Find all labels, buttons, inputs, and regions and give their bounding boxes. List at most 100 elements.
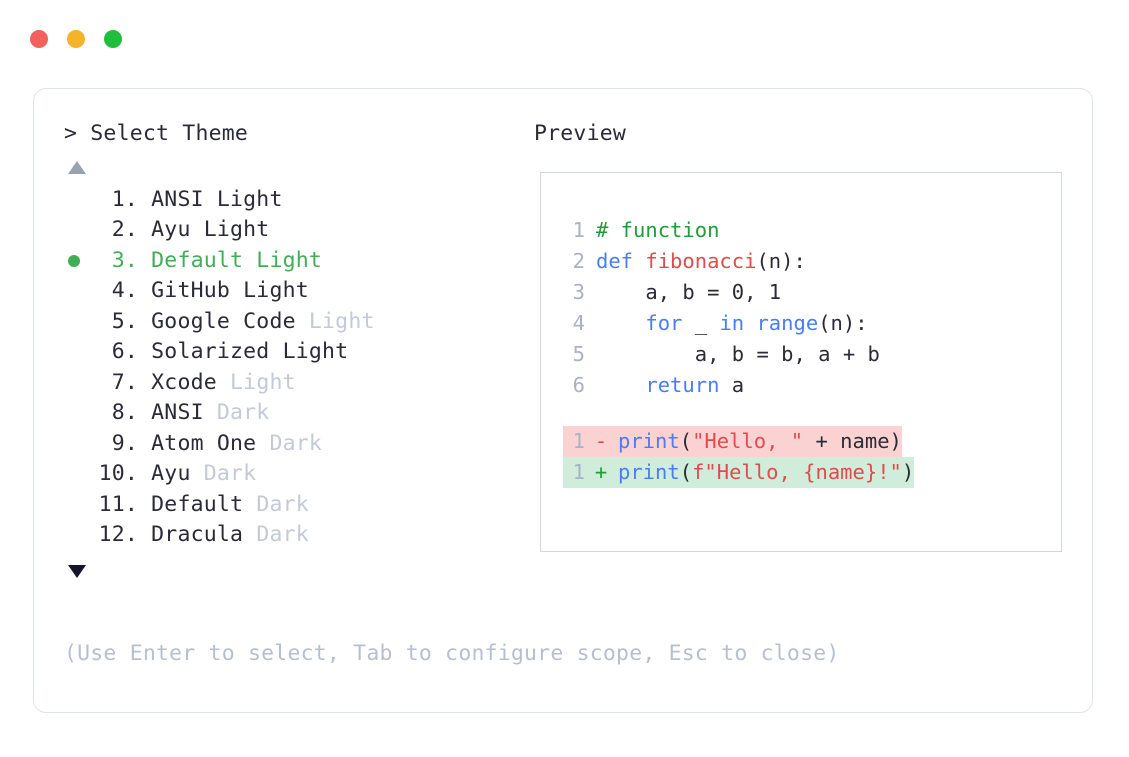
code-token: f"Hello, {name}!" [692, 459, 902, 484]
code-token: ( [679, 459, 693, 484]
selection-indicator [64, 307, 92, 338]
line-number: 1 [572, 428, 585, 453]
theme-list-item[interactable]: 9. Atom One Dark [64, 429, 534, 460]
code-line: 4 for _ in range(n): [563, 308, 1061, 339]
theme-list-item[interactable]: 4. GitHub Light [64, 276, 534, 307]
scroll-down-icon[interactable] [68, 564, 86, 578]
code-content: a, b = b, a + b [596, 339, 880, 370]
theme-item-variant: Dark [243, 522, 309, 547]
code-content: print(f"Hello, {name}!") [618, 457, 914, 488]
theme-item-variant: Dark [190, 461, 257, 486]
code-content: return a [596, 370, 744, 401]
diff-line-del: 1-print("Hello, " + name) [563, 425, 902, 457]
code-token [744, 311, 756, 335]
code-token: "Hello, " [692, 428, 804, 453]
theme-item-variant: Light [295, 308, 375, 334]
line-number: 5 [572, 341, 585, 366]
diff-block: 1-print("Hello, " + name)1+print(f"Hello… [563, 425, 1061, 488]
theme-item-variant: Dark [243, 491, 309, 517]
line-number: 6 [572, 372, 585, 397]
selection-indicator [64, 520, 92, 551]
code-token: _ [682, 310, 720, 335]
code-line: 6 return a [563, 370, 1061, 401]
line-number: 4 [572, 310, 585, 335]
line-number: 3 [572, 279, 585, 304]
code-token [596, 311, 645, 335]
theme-item-name: GitHub Light [151, 278, 309, 303]
code-token: ( [679, 428, 693, 453]
code-token: # function [596, 217, 720, 242]
selection-indicator [64, 337, 92, 368]
diff-marker: - [594, 428, 608, 453]
theme-list-item[interactable]: 6. Solarized Light [64, 337, 534, 368]
code-content: a, b = 0, 1 [596, 277, 781, 308]
code-token: ) [901, 459, 915, 484]
theme-list-item[interactable]: 12. Dracula Dark [64, 520, 534, 551]
code-line: 1# function [563, 215, 1061, 246]
theme-list-item[interactable]: 7. Xcode Light [64, 368, 534, 399]
scroll-up-icon[interactable] [68, 160, 86, 174]
theme-list-item[interactable]: 3. Default Light [64, 246, 534, 277]
selection-indicator [64, 276, 92, 307]
theme-item-number: 11. [98, 491, 138, 517]
theme-item-number: 3. [111, 247, 138, 273]
code-line: 5 a, b = b, a + b [563, 339, 1061, 370]
theme-item-number: 2. [111, 217, 138, 242]
selection-indicator [64, 246, 92, 277]
selection-indicator [64, 398, 92, 429]
code-token: + name) [803, 428, 902, 453]
code-token: a, b = b, a + b [596, 341, 880, 366]
theme-item-name: Atom One [151, 430, 257, 456]
theme-item-name: Ayu [151, 461, 191, 486]
page-title: > Select Theme [64, 121, 249, 146]
theme-item-name: ANSI [151, 400, 204, 425]
theme-list-item[interactable]: 5. Google Code Light [64, 307, 534, 338]
code-token: a [719, 372, 745, 397]
code-token [596, 373, 645, 397]
code-token: for [645, 310, 683, 335]
theme-list-item[interactable]: 8. ANSI Dark [64, 398, 534, 429]
close-button[interactable] [30, 30, 48, 48]
theme-item-name: Dracula [151, 522, 244, 547]
maximize-button[interactable] [104, 30, 122, 48]
theme-item-number: 9. [111, 430, 138, 456]
code-line: 3 a, b = 0, 1 [563, 277, 1061, 308]
theme-item-number: 10. [98, 461, 138, 486]
selection-indicator [64, 490, 92, 521]
code-token: (n): [756, 248, 806, 273]
theme-item-number: 7. [111, 369, 138, 395]
code-token: range [756, 310, 819, 335]
theme-item-name: Default Light [151, 247, 323, 273]
theme-item-number: 6. [111, 339, 138, 364]
code-content: # function [596, 215, 719, 246]
theme-list-item[interactable]: 2. Ayu Light [64, 215, 534, 246]
theme-item-name: Google Code [151, 308, 296, 334]
selected-dot-icon [68, 254, 80, 267]
line-number: 1 [572, 459, 585, 484]
theme-item-variant: Dark [256, 430, 323, 456]
theme-item-name: Default [151, 491, 244, 517]
line-number: 2 [572, 248, 585, 273]
code-token: print [618, 428, 680, 453]
theme-item-number: 4. [111, 278, 138, 303]
theme-list-item[interactable]: 1. ANSI Light [64, 185, 534, 216]
code-content: for _ in range(n): [596, 308, 867, 339]
theme-list-item[interactable]: 10. Ayu Dark [64, 459, 534, 490]
theme-item-number: 5. [111, 308, 138, 334]
code-token: def [596, 248, 646, 273]
code-token: a, b = 0, 1 [596, 279, 782, 304]
theme-item-variant: Dark [203, 400, 270, 425]
code-content: def fibonacci(n): [596, 246, 806, 277]
minimize-button[interactable] [67, 30, 85, 48]
selection-indicator [64, 459, 92, 490]
window-controls [30, 30, 122, 48]
theme-list-item[interactable]: 11. Default Dark [64, 490, 534, 521]
selection-indicator [64, 368, 92, 399]
code-token: fibonacci [645, 248, 757, 273]
theme-item-number: 8. [111, 400, 138, 425]
